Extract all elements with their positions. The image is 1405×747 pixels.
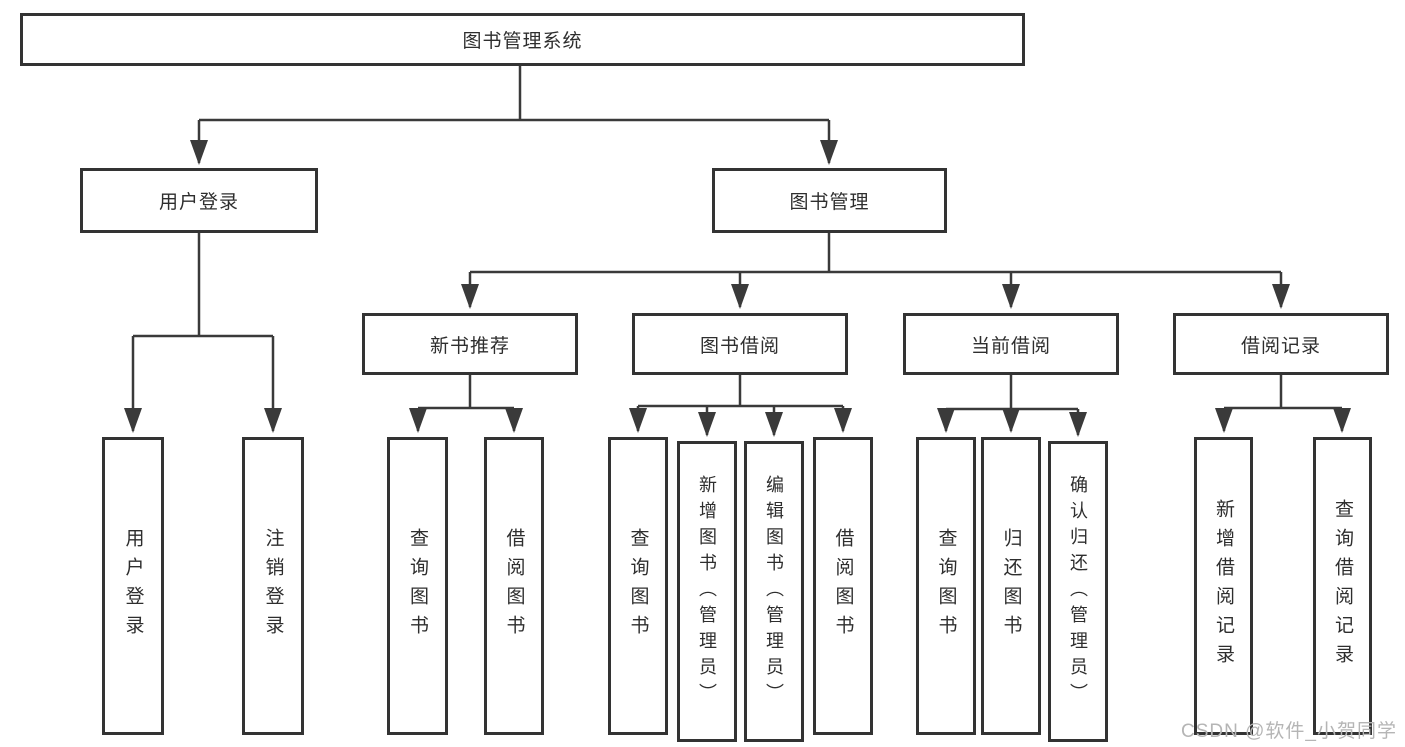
leaf-return-books-label: 归还图书 [1000,528,1022,644]
leaf-query-books-2-label: 查询图书 [627,528,649,644]
leaf-borrow-books-2-label: 借阅图书 [832,528,854,644]
leaf-add-book-admin-label: 新增图书（管理员） [697,474,717,709]
leaf-query-borrow-record: 查询借阅记录 [1313,437,1372,735]
leaf-add-borrow-record-label: 新增借阅记录 [1213,499,1234,673]
node-user-login-label: 用户登录 [158,192,239,213]
leaf-borrow-books-2: 借阅图书 [813,437,873,735]
node-user-login: 用户登录 [80,168,318,233]
node-root: 图书管理系统 [20,13,1025,66]
node-book-management: 图书管理 [712,168,947,233]
node-current-borrowing: 当前借阅 [903,313,1119,375]
node-new-book-recommend-label: 新书推荐 [429,335,510,357]
leaf-return-books: 归还图书 [981,437,1041,735]
node-book-management-label: 图书管理 [789,192,870,213]
node-borrowing-records: 借阅记录 [1173,313,1389,375]
leaf-query-borrow-record-label: 查询借阅记录 [1332,499,1353,673]
node-book-borrowing-label: 图书借阅 [699,335,780,357]
node-book-borrowing: 图书借阅 [632,313,848,375]
leaf-confirm-return-admin-label: 确认归还（管理员） [1068,474,1088,709]
leaf-add-borrow-record: 新增借阅记录 [1194,437,1253,735]
node-root-label: 图书管理系统 [462,31,583,52]
leaf-add-book-admin: 新增图书（管理员） [677,441,737,742]
leaf-query-books-1-label: 查询图书 [407,528,428,644]
leaf-query-books-3: 查询图书 [916,437,976,735]
leaf-edit-book-admin: 编辑图书（管理员） [744,441,804,742]
leaf-edit-book-admin-label: 编辑图书（管理员） [764,474,784,709]
leaf-borrow-books-1: 借阅图书 [484,437,544,735]
leaf-logout-login-label: 注销登录 [262,528,284,644]
leaf-borrow-books-1-label: 借阅图书 [503,528,525,644]
leaf-logout-login: 注销登录 [242,437,304,735]
leaf-query-books-3-label: 查询图书 [935,528,957,644]
leaf-query-books-1: 查询图书 [387,437,448,735]
leaf-query-books-2: 查询图书 [608,437,668,735]
leaf-user-login-label: 用户登录 [122,528,144,644]
csdn-watermark: CSDN @软件_小贺同学 [1181,721,1397,742]
leaf-confirm-return-admin: 确认归还（管理员） [1048,441,1108,742]
node-current-borrowing-label: 当前借阅 [970,335,1051,357]
node-borrowing-records-label: 借阅记录 [1240,335,1321,357]
leaf-user-login: 用户登录 [102,437,164,735]
node-new-book-recommend: 新书推荐 [362,313,578,375]
